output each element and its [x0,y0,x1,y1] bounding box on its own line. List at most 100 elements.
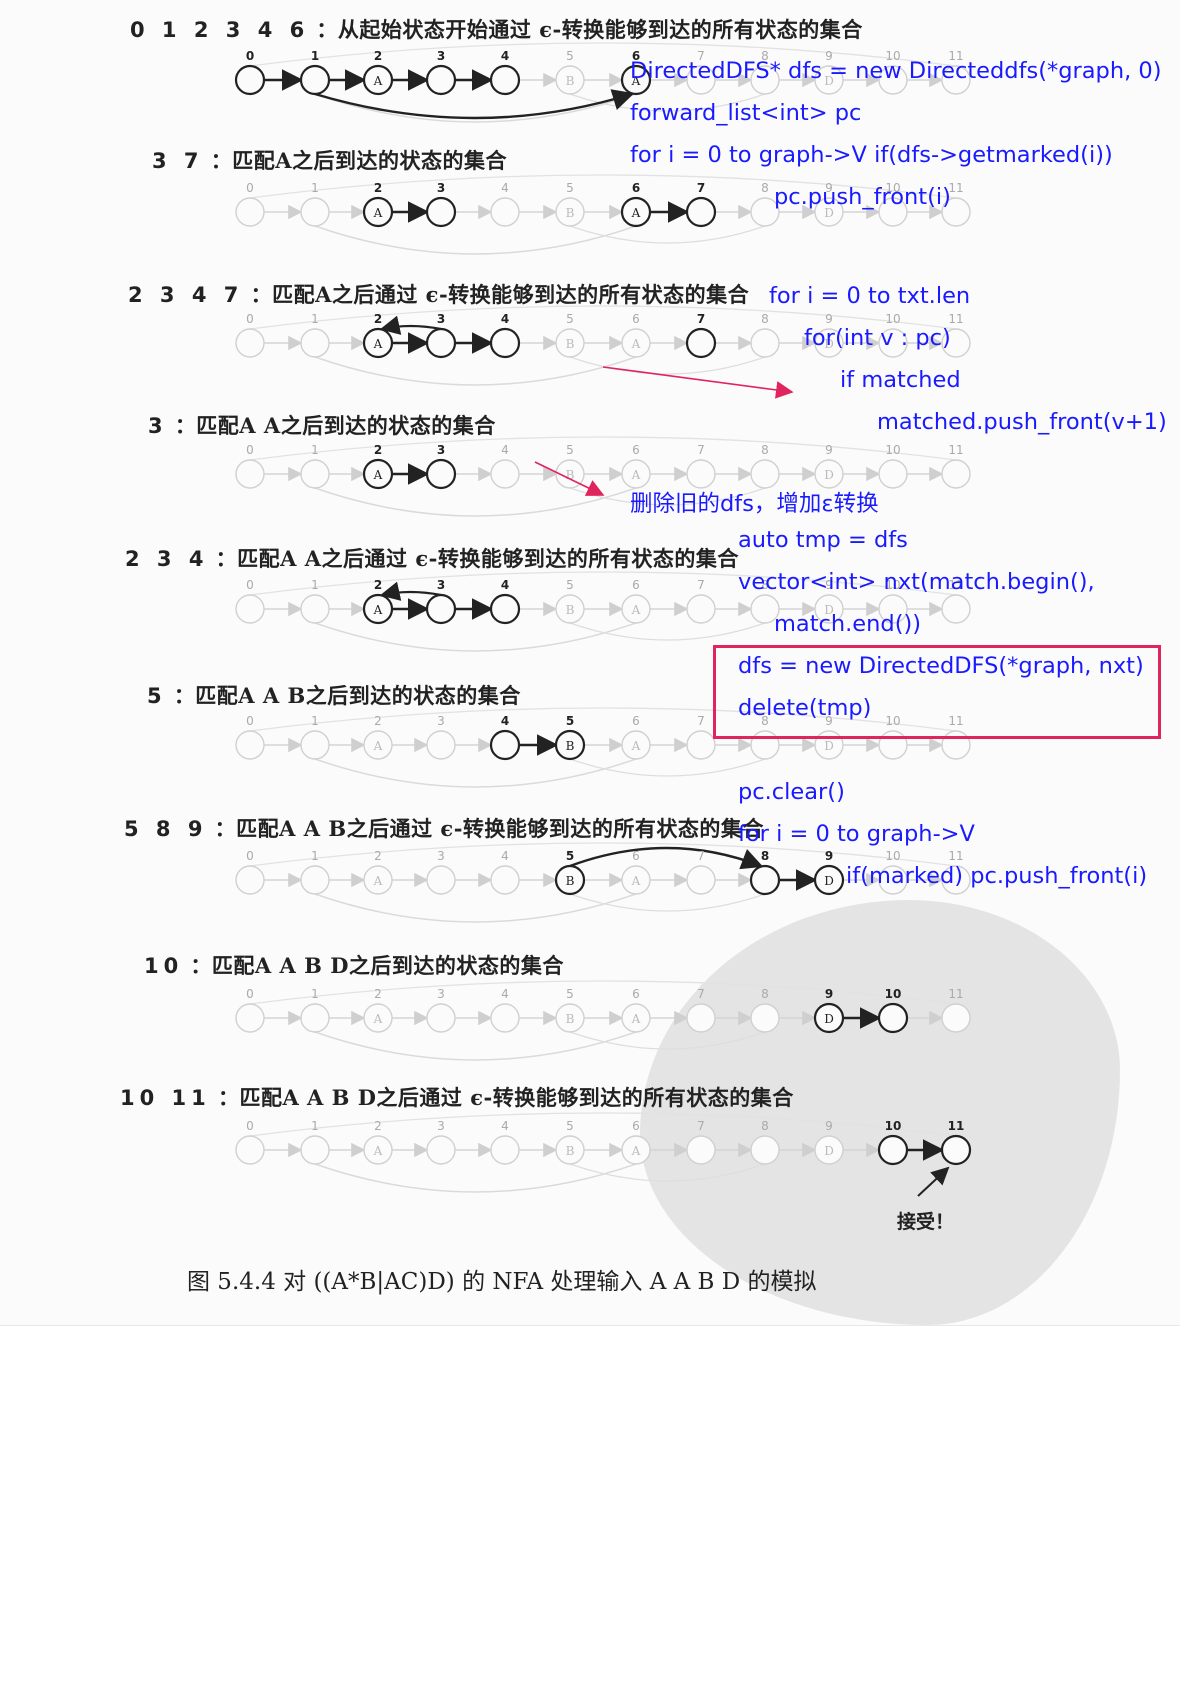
nfa-state-circle [489,729,521,761]
nfa-state-number: 9 [825,714,833,728]
nfa-state-circle [362,196,394,228]
nfa-state-number: 1 [311,714,319,728]
nfa-state-circle [425,458,457,490]
nfa-state-number: 3 [437,181,445,195]
nfa-state-number: 0 [246,312,254,326]
nfa-state-number: 11 [948,181,963,195]
nfa-state-circle [621,865,651,895]
nfa-state-symbol: A [373,468,383,482]
row-label-2: 2 3 4 7 ：匹配A之后通过 ϵ-转换能够到达的所有状态的集合 [128,282,750,307]
nfa-state-symbol: A [631,74,641,88]
nfa-state-number: 3 [437,578,445,592]
nfa-state-circle [299,64,331,96]
nfa-faded-epsilon-arc [569,758,766,777]
code-line-13: dfs = new DirectedDFS(*graph, nxt) [738,653,1144,679]
nfa-faded-epsilon-arc [569,1031,766,1050]
nfa-state-circle [749,864,781,896]
nfa-state-number: 6 [632,443,640,457]
nfa-state-number: 6 [632,578,640,592]
nfa-state-circle [620,196,652,228]
nfa-state-circle [750,328,780,358]
nfa-state-circle [235,730,265,760]
nfa-state-number: 10 [885,714,900,728]
nfa-state-number: 2 [374,1119,382,1133]
nfa-state-symbol: D [824,1012,834,1026]
nfa-faded-epsilon-arc [249,305,957,330]
nfa-epsilon-arc [569,846,764,870]
code-line-16: for i = 0 to graph->V [738,821,975,847]
row-label-1: 3 7 ：匹配A之后到达的状态的集合 [152,148,508,173]
nfa-faded-epsilon-arc [314,356,637,386]
nfa-state-symbol: A [373,206,383,220]
nfa-state-circle [814,197,844,227]
code-line-7: if matched [840,367,961,393]
nfa-state-circle [555,1003,585,1033]
nfa-state-circle [235,197,265,227]
watermark-seal [640,900,1120,1325]
nfa-state-circle [877,1134,909,1166]
nfa-state-symbol: D [824,74,834,88]
nfa-state-number: 10 [885,443,900,457]
nfa-state-symbol: A [631,337,641,351]
nfa-state-number: 7 [697,578,705,592]
nfa-state-circle [750,594,780,624]
row-label-0: 0 1 2 3 4 6 ：从起始状态开始通过 ϵ-转换能够到达的所有状态的集合 [130,17,863,42]
nfa-state-number: 0 [246,443,254,457]
nfa-state-circle [555,459,585,489]
nfa-state-number: 9 [825,1119,833,1133]
nfa-state-symbol: D [824,739,834,753]
nfa-state-number: 8 [761,49,769,63]
nfa-state-circle [686,730,716,760]
nfa-state-circle [878,328,908,358]
nfa-state-number: 2 [374,987,382,1001]
nfa-state-number: 6 [632,714,640,728]
nfa-state-number: 8 [761,312,769,326]
nfa-state-symbol: A [373,739,383,753]
nfa-state-number: 9 [825,578,833,592]
nfa-state-circle [425,593,457,625]
code-line-3: for i = 0 to graph->V if(dfs->getmarked(… [630,142,1113,168]
nfa-state-circle [362,593,394,625]
nfa-state-number: 1 [311,181,319,195]
nfa-state-circle [300,459,330,489]
nfa-state-number: 0 [246,714,254,728]
nfa-state-number: 8 [761,1119,769,1133]
nfa-state-number: 2 [374,181,382,195]
nfa-state-symbol: D [824,468,834,482]
nfa-state-circle [235,1135,265,1165]
nfa-state-circle [878,459,908,489]
nfa-state-number: 5 [566,49,574,63]
nfa-faded-epsilon-arc [314,93,637,123]
nfa-state-number: 2 [374,578,382,592]
nfa-state-circle [235,594,265,624]
nfa-faded-epsilon-arc [569,1163,766,1182]
nfa-state-symbol: A [631,1144,641,1158]
nfa-state-circle [490,865,520,895]
nfa-state-number: 3 [437,312,445,326]
nfa-state-circle [941,65,971,95]
code-line-6: for(int v : pc) [804,325,951,351]
nfa-state-circle [621,1135,651,1165]
nfa-faded-epsilon-arc [249,571,957,596]
row-label-5: 5 ：匹配A A B之后到达的状态的集合 [147,683,521,708]
nfa-state-number: 7 [697,312,705,326]
nfa-state-symbol: D [824,337,834,351]
nfa-state-symbol: A [373,337,383,351]
nfa-state-number: 9 [825,987,833,1001]
nfa-faded-epsilon-arc [569,622,766,641]
nfa-state-circle [363,1003,393,1033]
code-line-11: vector<int> nxt(match.begin(), [738,569,1095,595]
nfa-state-symbol: A [631,739,641,753]
nfa-state-circle [878,65,908,95]
nfa-state-number: 6 [632,849,640,863]
nfa-state-circle [300,197,330,227]
nfa-state-number: 1 [311,578,319,592]
nfa-state-circle [813,1002,845,1034]
nfa-state-number: 9 [825,49,833,63]
nfa-state-circle [878,594,908,624]
nfa-state-circle [363,865,393,895]
nfa-state-number: 8 [761,987,769,1001]
nfa-state-number: 10 [885,49,900,63]
code-line-15: pc.clear() [738,779,845,805]
